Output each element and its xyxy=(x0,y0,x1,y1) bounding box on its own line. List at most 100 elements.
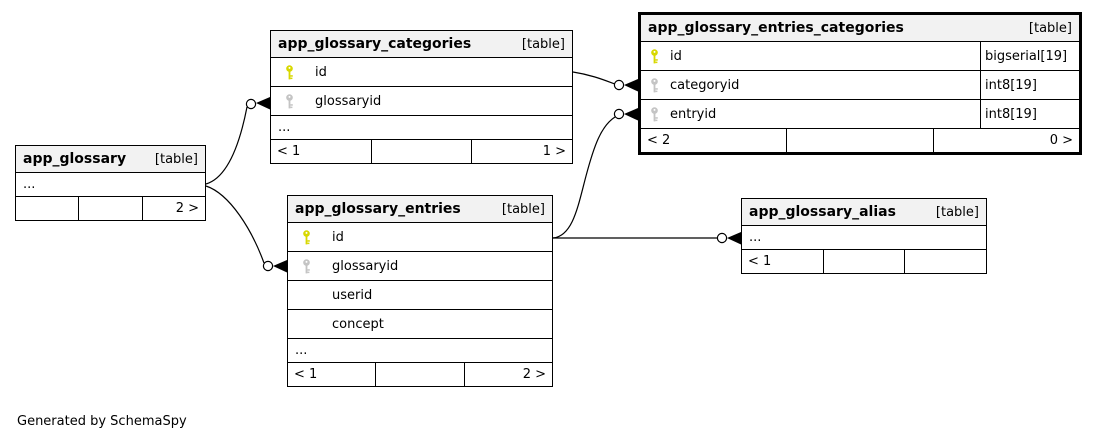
foreign-key-cell xyxy=(641,106,670,122)
ellipsis-row: ... xyxy=(288,339,552,363)
foreign-key-cell xyxy=(288,258,332,274)
ellipsis-row: ... xyxy=(271,116,572,140)
footer-cell-middle xyxy=(375,363,463,386)
column-row-userid: userid xyxy=(288,281,552,310)
footer-cell-left: < 2 xyxy=(647,133,671,148)
foreign-key-cell xyxy=(271,93,315,109)
table-node-app_glossary_alias[interactable]: app_glossary_alias [table]... < 1 xyxy=(741,198,987,274)
table-title: app_glossary xyxy=(23,151,127,167)
column-type: bigserial[19] xyxy=(980,42,1079,70)
column-name: id xyxy=(670,48,682,64)
footer-cell-left: < 1 xyxy=(748,254,772,269)
footer-cell-middle xyxy=(78,197,141,220)
footer-cell-middle xyxy=(822,250,905,273)
table-header: app_glossary [table] xyxy=(16,146,205,173)
column-type: int8[19] xyxy=(980,71,1079,99)
footer-cell-middle xyxy=(786,129,932,152)
foreign-key-icon xyxy=(284,93,295,109)
column-row-concept: concept xyxy=(288,310,552,339)
column-name: id xyxy=(332,229,344,245)
column-row-glossaryid: glossaryid xyxy=(271,87,572,116)
primary-key-icon xyxy=(649,48,660,64)
primary-key-icon xyxy=(284,64,295,80)
column-row-id: id xyxy=(288,223,552,252)
arrowhead xyxy=(624,79,638,92)
table-type-badge: [table] xyxy=(501,201,545,217)
primary-key-cell xyxy=(641,48,670,64)
relationship-app_glossary_entries-id-to-app_glossary_alias xyxy=(553,232,741,245)
table-type-badge: [table] xyxy=(154,151,198,167)
foreign-key-icon xyxy=(649,106,660,122)
cardinality-circle xyxy=(716,232,728,244)
arrowhead xyxy=(727,232,741,245)
table-title: app_glossary_entries_categories xyxy=(648,20,904,36)
footer-cell-right xyxy=(904,250,986,273)
column-name: glossaryid xyxy=(332,258,399,274)
relationship-count-row: < 1 1 > xyxy=(271,140,572,163)
footer-cell-middle xyxy=(370,140,472,163)
column-name: entryid xyxy=(670,106,717,122)
cardinality-circle xyxy=(245,98,257,110)
footer-cell-right: 0 > xyxy=(932,129,1079,152)
column-row-id: id xyxy=(271,58,572,87)
relationship-line xyxy=(205,106,248,185)
foreign-key-cell xyxy=(641,77,670,93)
footer-cell-right: 2 > xyxy=(141,197,205,220)
relationship-app_glossary-to-app_glossary_entries-glossaryid xyxy=(205,185,287,273)
table-header: app_glossary_entries_categories [table] xyxy=(641,15,1079,42)
relationship-count-row: < 2 0 > xyxy=(641,129,1079,152)
column-name: categoryid xyxy=(670,77,740,93)
table-title: app_glossary_entries xyxy=(295,201,461,217)
column-row-id: id bigserial[19] xyxy=(641,42,1079,71)
relationship-app_glossary_entries-id-to-app_glossary_entries_categories-entryid xyxy=(552,108,638,239)
table-header: app_glossary_alias [table] xyxy=(742,199,986,226)
relationship-line xyxy=(205,185,265,264)
table-node-app_glossary_entries[interactable]: app_glossary_entries [table] id glossaryid u… xyxy=(287,195,553,387)
footer-cell-left: < 1 xyxy=(294,367,318,382)
table-type-badge: [table] xyxy=(935,204,979,220)
arrowhead xyxy=(624,108,638,121)
table-node-app_glossary_entries_categories[interactable]: app_glossary_entries_categories [table] id… xyxy=(638,12,1082,155)
arrowhead xyxy=(256,97,270,110)
column-row-categoryid: categoryid int8[19] xyxy=(641,71,1079,100)
foreign-key-icon xyxy=(649,77,660,93)
relationship-app_glossary_categories-id-to-app_glossary_entries_categories-categoryid xyxy=(572,71,638,92)
table-type-badge: [table] xyxy=(1028,20,1072,36)
arrowhead xyxy=(273,260,287,273)
column-name: concept xyxy=(332,316,384,332)
column-row-entryid: entryid int8[19] xyxy=(641,100,1079,129)
footer-cell-left: < 1 xyxy=(277,144,301,159)
ellipsis-row: ... xyxy=(16,173,205,197)
relationship-line xyxy=(552,116,616,239)
primary-key-cell xyxy=(271,64,315,80)
table-type-badge: [table] xyxy=(521,36,565,52)
table-node-app_glossary[interactable]: app_glossary [table]...2 > xyxy=(15,145,206,221)
cardinality-circle xyxy=(613,79,625,91)
relationship-count-row: < 1 xyxy=(742,250,986,273)
column-name: id xyxy=(315,64,327,80)
generated-by-note: Generated by SchemaSpy xyxy=(17,414,187,429)
table-title: app_glossary_alias xyxy=(749,204,896,220)
relationship-line xyxy=(572,71,616,85)
table-header: app_glossary_entries [table] xyxy=(288,196,552,223)
table-node-app_glossary_categories[interactable]: app_glossary_categories [table] id glossary… xyxy=(270,30,573,164)
column-type: int8[19] xyxy=(980,100,1079,128)
footer-cell-right: 1 > xyxy=(471,140,572,163)
footer-cell-left xyxy=(16,197,78,220)
column-name: userid xyxy=(332,287,373,303)
foreign-key-icon xyxy=(301,258,312,274)
primary-key-icon xyxy=(301,229,312,245)
primary-key-cell xyxy=(288,229,332,245)
relationship-app_glossary-to-app_glossary_categories-glossaryid xyxy=(205,97,270,185)
table-title: app_glossary_categories xyxy=(278,36,472,52)
column-row-glossaryid: glossaryid xyxy=(288,252,552,281)
table-header: app_glossary_categories [table] xyxy=(271,31,572,58)
cardinality-circle xyxy=(262,260,274,272)
column-name: glossaryid xyxy=(315,93,382,109)
relationship-count-row: 2 > xyxy=(16,197,205,220)
ellipsis-row: ... xyxy=(742,226,986,250)
cardinality-circle xyxy=(613,108,625,120)
